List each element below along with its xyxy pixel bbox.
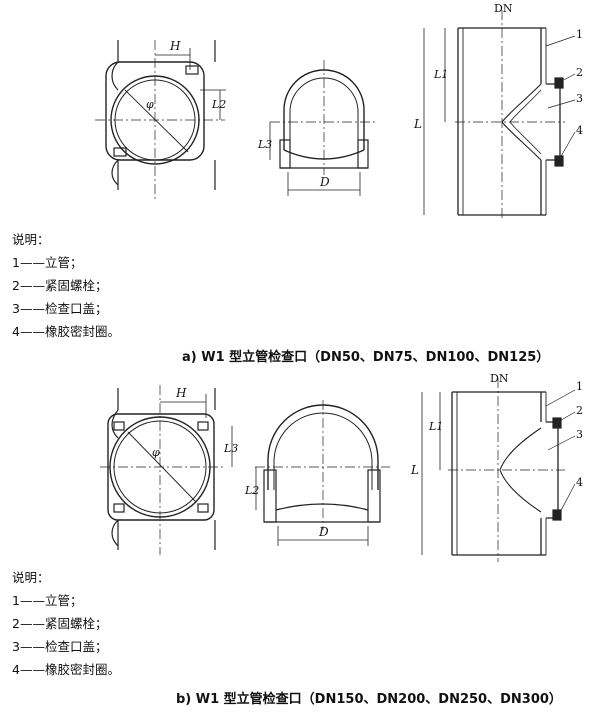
legend-item: 1——立管；	[12, 593, 83, 608]
legend-item: 3——检查口盖；	[12, 639, 108, 654]
label-phi: φ	[146, 98, 154, 111]
callout-3: 3	[576, 92, 583, 105]
label-L3: L3	[257, 138, 272, 151]
legend-a: 说明： 1——立管； 2——紧固螺栓； 3——检查口盖； 4——橡胶密封圈。	[12, 228, 120, 343]
legend-b: 说明： 1——立管； 2——紧固螺栓； 3——检查口盖； 4——橡胶密封圈。	[12, 566, 120, 681]
callout-4: 4	[576, 124, 583, 137]
callout-2: 2	[576, 404, 583, 417]
caption-b: b) W1 型立管检查口（DN150、DN200、DN250、DN300）	[176, 692, 562, 707]
legend-item: 2——紧固螺栓；	[12, 616, 108, 631]
side-view-b	[255, 400, 390, 546]
label-L2: L2	[244, 484, 259, 497]
label-phi: φ	[152, 446, 160, 459]
callout-3: 3	[576, 428, 583, 441]
front-view-a	[95, 40, 226, 200]
label-DN: DN	[494, 2, 513, 15]
label-L3: L3	[223, 442, 238, 455]
label-H: H	[169, 39, 181, 53]
label-L: L	[410, 463, 419, 477]
label-D: D	[319, 175, 330, 189]
section-view-b	[421, 378, 576, 562]
legend-title: 说明：	[12, 570, 50, 585]
label-D: D	[318, 525, 329, 539]
figure-a-drawing: H L2 φ L3 D DN L1 L 1 2 3 4	[95, 2, 583, 220]
label-L1: L1	[428, 420, 443, 433]
label-DN: DN	[490, 372, 509, 385]
legend-item: 2——紧固螺栓；	[12, 278, 108, 293]
side-view-a	[269, 60, 378, 196]
label-L: L	[413, 117, 422, 131]
label-L1: L1	[433, 68, 448, 81]
legend-title: 说明：	[12, 232, 50, 247]
figure-b-drawing: H L3 φ L2 D DN L1 L 1 2 3 4	[100, 372, 583, 562]
legend-item: 1——立管；	[12, 255, 83, 270]
legend-item: 3——检查口盖；	[12, 301, 108, 316]
caption-a: a) W1 型立管检查口（DN50、DN75、DN100、DN125）	[182, 350, 550, 365]
callout-2: 2	[576, 66, 583, 79]
legend-item: 4——橡胶密封圈。	[12, 662, 120, 677]
callout-1: 1	[576, 28, 583, 41]
label-L2: L2	[211, 98, 226, 111]
front-view-b	[100, 385, 233, 555]
section-view-a	[423, 10, 576, 220]
callout-4: 4	[576, 476, 583, 489]
callout-1: 1	[576, 380, 583, 393]
legend-item: 4——橡胶密封圈。	[12, 324, 120, 339]
label-H: H	[175, 386, 187, 400]
